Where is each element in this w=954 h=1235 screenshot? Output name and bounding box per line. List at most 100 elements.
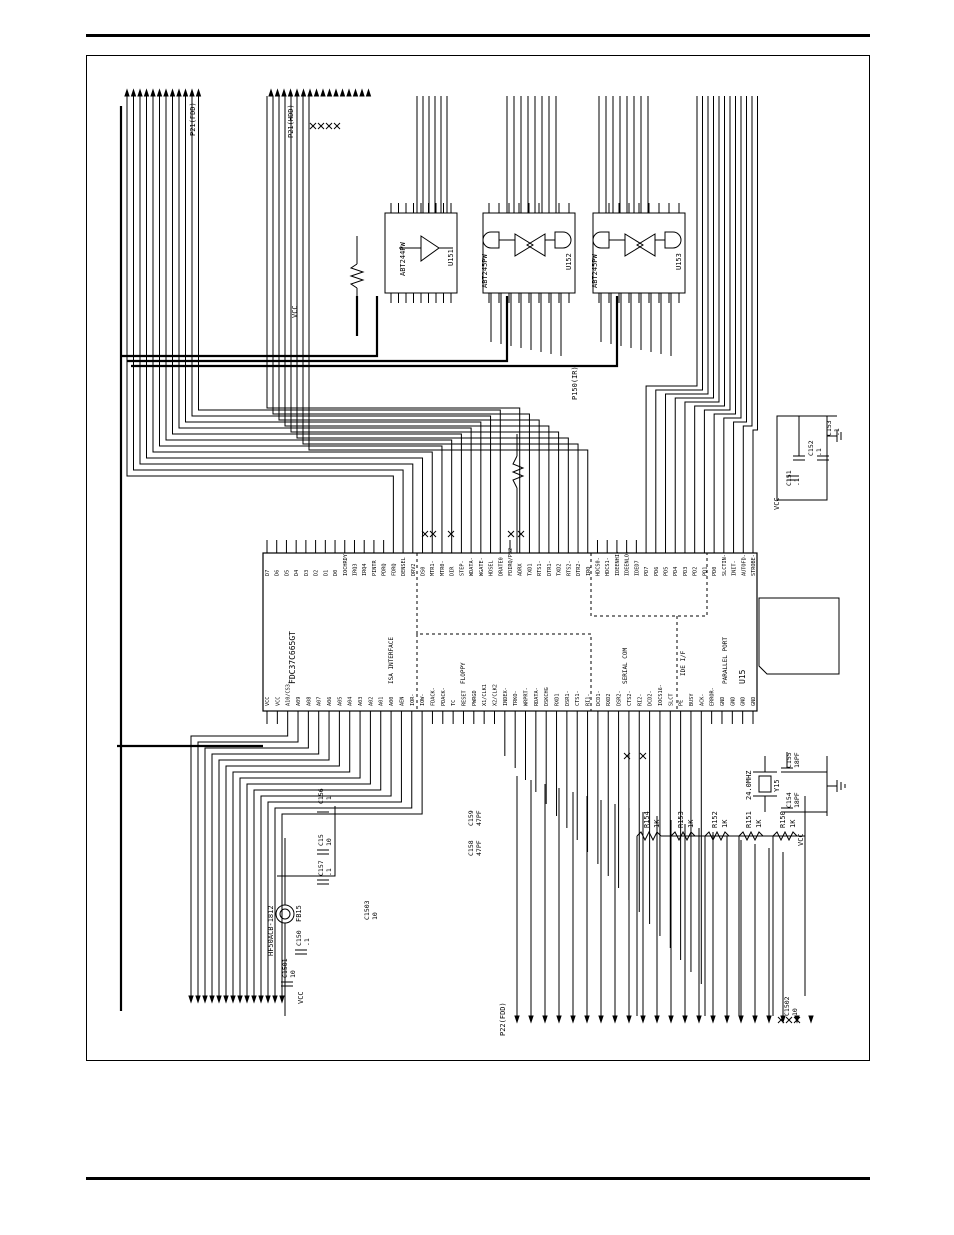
hdd-signal-wire [278,96,540,540]
capacitor-name-label: C155 [785,752,793,768]
connector-pin-arrow [150,88,156,97]
capacitor-value-label: .1 [793,478,801,486]
connector-pin-arrow [738,1015,744,1024]
u15-top-pins [266,540,754,553]
connector-pin-arrow [598,1015,604,1024]
connector-pin-arrow [189,88,195,97]
no-connect-x [517,530,525,538]
capacitor-name-label: C152 [807,440,815,456]
ferrite-bead-fb15 [275,838,295,986]
section-serial: SERIAL COM [622,647,629,684]
u15-left-pin-label: WRPRT- [524,687,530,706]
u15-right-pin-label: DTR2- [576,560,582,576]
bus-wiring [126,96,784,1016]
resistor-name-label: R153 [677,811,685,828]
connector-pin-arrow [542,1015,548,1024]
connector-pin-arrow [237,995,243,1004]
capacitor-value-label: 10 [791,1008,799,1016]
connector-pin-arrow [668,1015,674,1024]
section-ide: IDE I/F [680,650,687,676]
parallel-signal-wire [665,96,709,540]
no-connect-x [447,530,455,538]
u15-left-pin-label: TRKO- [513,690,519,706]
u15-right-pin-label: STEP- [459,560,465,576]
capacitor-name-label: C1501 [281,958,289,978]
u15-left-pin-label: DSR1- [565,690,571,706]
parallel-signal-wire [645,96,698,540]
vcc-label-bottom: VCC [297,991,305,1004]
isa-signal-wire [239,724,361,996]
connector-pin-arrow [794,1015,800,1024]
capacitor-value-label: 18PF [793,752,801,768]
u15-left-pin-label: A04 [348,697,354,706]
u153-part-label: ABT245PW [591,253,599,288]
parallel-signal-wire [674,96,714,540]
parallel-signal-wire [742,96,753,540]
u15-left-pin-label: DSKCHG [544,687,550,706]
resistor-value-label: 1K [653,819,661,828]
floppy-signal-wire [191,96,492,540]
u153-name-label: U153 [675,253,683,270]
bottom-rule [86,1177,870,1180]
resistor-value-label: 1K [789,819,797,828]
isa-signal-wire [232,724,351,996]
u15-left-pin-label: GND [751,697,757,706]
u15-left-pin-label: A10/CS3- [286,681,292,706]
crystal-y15 [753,756,777,812]
u15-left-pin-label: RESET [461,690,467,706]
connector-pin-arrow [710,1015,716,1024]
connector-pin-arrow [209,995,215,1004]
connector-pin-arrow [626,1015,632,1024]
u15-right-pin-label: D5 [284,570,290,576]
connector-pin-arrow [724,1015,730,1024]
floppy-signal-wire [152,96,433,540]
thick-bus-lines [117,106,619,1011]
connector-pin-arrow [294,88,300,97]
connector-pin-arrow [137,88,143,97]
connector-pin-arrow [188,995,194,1004]
schematic-labels: FDC37C665GT U15 ISA INTERFACE FLOPPY SER… [189,102,805,1036]
u15-right-pin-label: PD5 [664,567,670,576]
u15-left-pin-label: X2/CLK2 [492,684,498,706]
connector-pin-arrow [612,1015,618,1024]
u15-left-pin-label: GND [741,697,747,706]
capacitor-name-label: C15 [317,834,325,846]
p21-hdd-label: P21(HDD) [287,104,295,138]
u15-left-pin-label: RXD2 [606,694,612,707]
capacitor-name-label: C153 [825,420,833,436]
u15-left-pin-label: TC [451,700,457,706]
fb15-name: FB15 [295,905,303,922]
parallel-signal-wire [713,96,736,540]
u15-left-pin-label: VCC [275,697,281,706]
isa-signal-wire [246,724,371,996]
hdd-signal-wire [272,96,530,540]
u15-left-pin-label: IOCS16- [658,684,664,706]
u15-right-pin-label: ADRX [518,563,524,576]
u15-right-pin-label: RTS2- [566,560,572,576]
u15-left-pin-label: A01 [379,697,385,706]
u15-left-pin-label: GND [720,697,726,706]
u15-right-pin-label: DTR1- [547,560,553,576]
u15-section-dividers [416,553,708,711]
connector-pin-arrow [195,995,201,1004]
connector-pin-arrow [169,88,176,97]
isa-signal-wire [211,724,320,996]
u15-left-pin-label: X1/CLK1 [482,684,488,706]
connector-pin-arrow [202,995,208,1004]
connector-pin-arrow [274,88,281,97]
hdd-signal-wire [290,96,560,540]
u15-left-pin-label: RXD1 [555,694,561,707]
buffer-pin-stubs [390,203,680,303]
capacitor-value-label: 47PF [475,840,483,856]
capacitor-value-label: 10 [325,838,333,846]
u15-left-pin-label: A08 [306,697,312,706]
u15-right-pin-label: PD7 [644,567,650,576]
connector-pin-arrow [216,995,222,1004]
p150-label: P150(IR) [571,366,579,400]
capacitor-name-label: C156 [317,788,325,804]
connector-pin-arrow [287,88,294,97]
u15-right-pin-label: HDSEL [489,560,495,576]
connector-pin-arrow [359,88,365,97]
capacitor-name-label: C151 [785,470,793,486]
connector-pin-arrow [326,88,333,97]
